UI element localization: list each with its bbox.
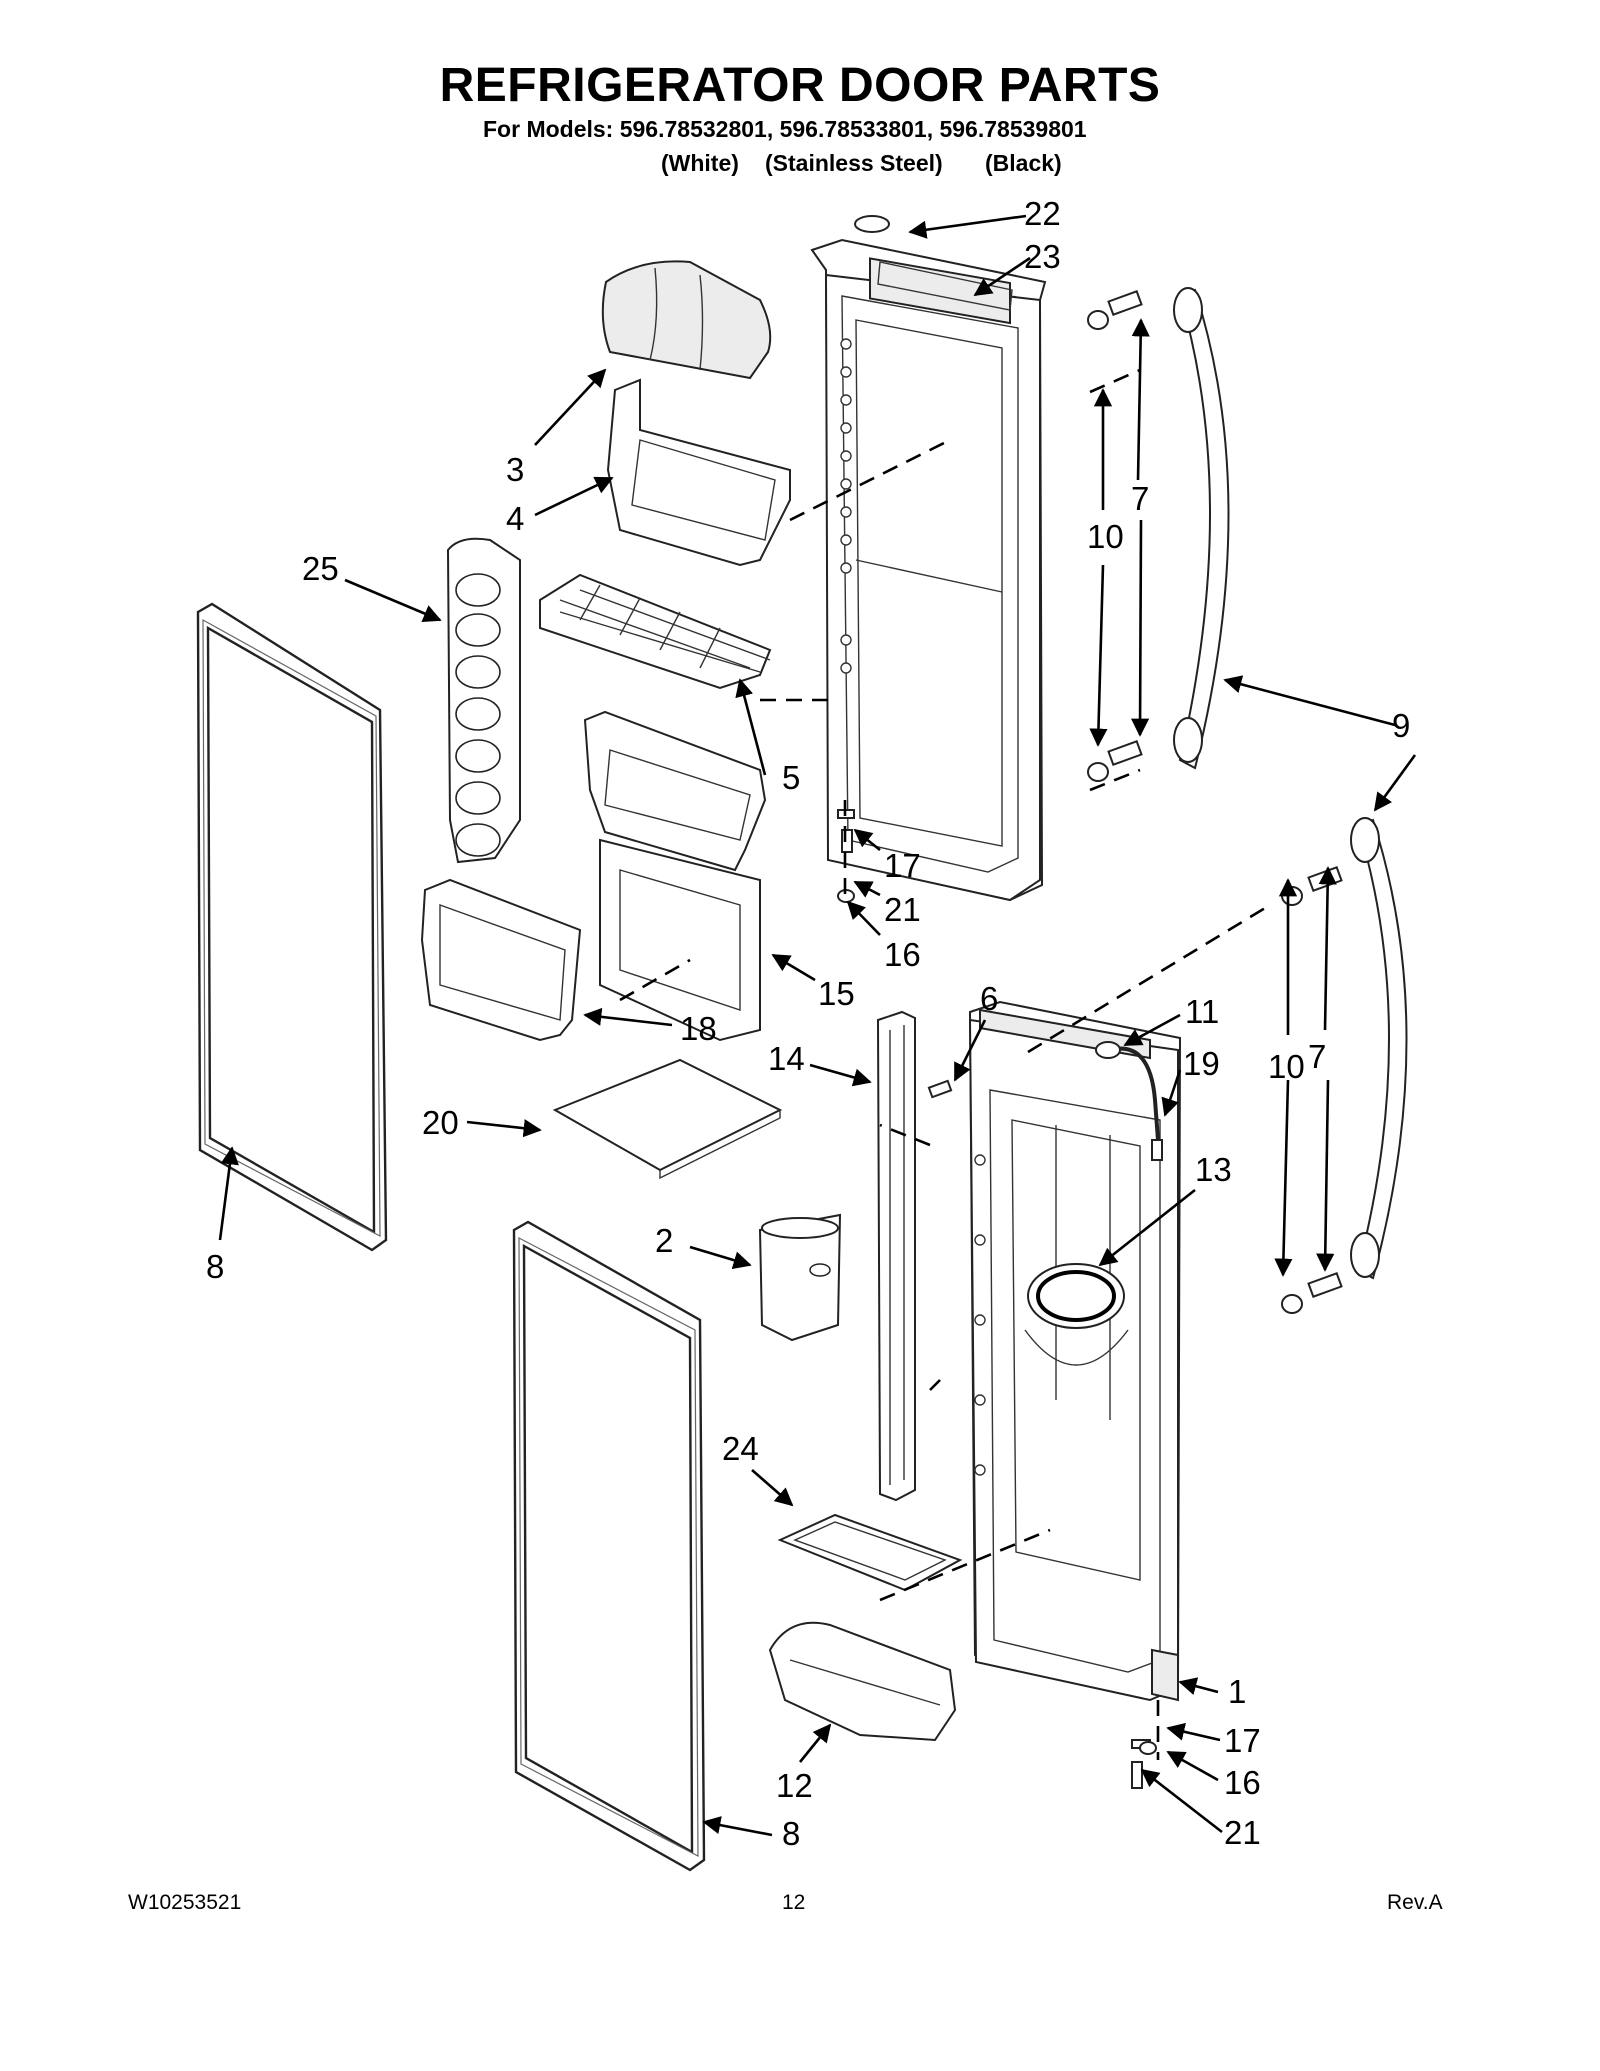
callout-5: 5 [782,759,800,796]
callout-leaders [218,214,1417,1837]
callout-23: 23 [1024,238,1061,275]
callout-20: 20 [422,1104,459,1141]
callout-17-upper: 17 [884,847,921,884]
part-13-gasket [1036,1270,1116,1322]
variant-white: (White) [661,150,739,176]
callout-2: 2 [655,1222,673,1259]
door-bin-12 [768,1621,957,1742]
doc-number: W10253521 [128,1891,242,1914]
lower-door-liner [968,1000,1182,1702]
callout-21-upper: 21 [884,891,921,928]
part-22-plug [854,215,890,233]
door-gasket-upper [196,602,388,1252]
callout-19: 19 [1183,1045,1220,1082]
callout-14: 14 [768,1040,805,1077]
callout-24: 24 [722,1430,759,1467]
revision-label: Rev.A [1387,1891,1443,1914]
callout-6: 6 [980,980,998,1017]
door-handle-lower [1350,817,1408,1280]
door-bin-18 [420,878,582,1042]
callout-13: 13 [1195,1151,1232,1188]
assembly-lines [619,368,1271,1760]
page-number: 12 [782,1891,806,1914]
utility-bin-2 [758,1213,842,1342]
door-handle-upper [1173,287,1230,770]
callout-21-lower: 21 [1224,1814,1261,1851]
callout-16-upper: 16 [884,936,921,973]
page-title: REFRIGERATOR DOOR PARTS [439,59,1161,112]
upper-door-liner [810,215,1047,902]
models-line: For Models: 596.78532801, 596.78533801, … [483,116,1087,142]
shelf-20 [552,1058,783,1180]
callout-9: 9 [1392,707,1410,744]
drip-tray-grille [539,573,772,690]
callout-4: 4 [506,500,524,537]
callout-7-lower: 7 [1308,1038,1326,1075]
callout-1: 1 [1228,1673,1246,1710]
callout-15: 15 [818,975,855,1012]
tray-24 [777,1513,963,1592]
callout-8-upper: 8 [206,1248,224,1285]
variant-stainless: (Stainless Steel) [765,150,943,176]
variant-black: (Black) [985,150,1062,176]
small-hardware [837,809,1163,1789]
door-bin-upper [606,378,791,567]
callout-3: 3 [506,451,524,488]
door-gasket-lower [512,1220,706,1872]
callout-11: 11 [1185,993,1219,1030]
callout-16-lower: 16 [1224,1764,1261,1801]
ice-chute-housing [583,710,767,1042]
callout-22: 22 [1024,195,1061,232]
ice-bucket-cover [601,260,772,380]
callout-labels: 22 23 3 4 10 7 25 5 9 17 21 16 15 6 11 1… [206,195,1410,1852]
callout-17-lower: 17 [1224,1722,1261,1759]
callout-12: 12 [776,1767,813,1804]
callout-10-upper: 10 [1087,518,1124,555]
callout-10-lower: 10 [1268,1048,1305,1085]
trim-strip-14 [876,1010,916,1502]
callout-8-lower: 8 [782,1815,800,1852]
egg-tray [446,537,521,864]
callout-25: 25 [302,550,339,587]
callout-7-upper: 7 [1131,480,1149,517]
callout-18: 18 [680,1010,717,1047]
